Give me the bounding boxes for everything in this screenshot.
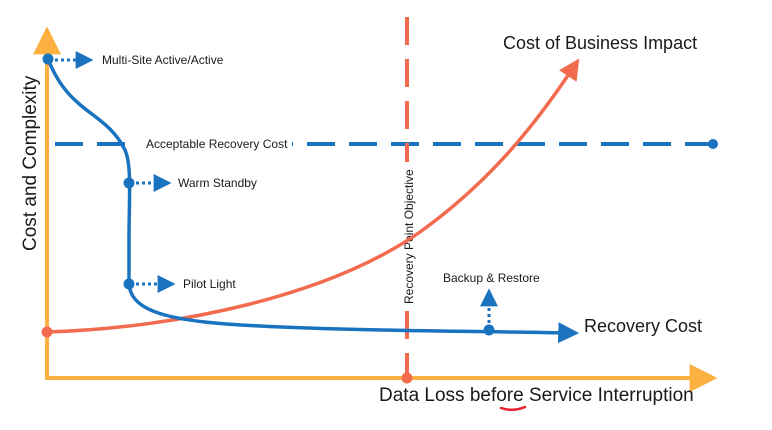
pilot-light-dot — [123, 278, 135, 290]
acceptable-cost-label-bg — [138, 132, 292, 154]
warm-standby-dot — [123, 177, 135, 189]
strategy-pilot-light: Pilot Light — [123, 275, 236, 293]
recovery-cost-curve — [46, 58, 580, 344]
x-axis-label: Data Loss before Service Interruption — [379, 385, 694, 406]
strategy-warm-standby: Warm Standby — [123, 174, 257, 192]
pilot-light-label: Pilot Light — [183, 277, 236, 291]
backup-restore-dot — [483, 324, 495, 336]
business-impact-start-dot — [41, 326, 53, 338]
annotation-underline — [499, 405, 527, 412]
rpo-axis-dot — [401, 372, 413, 384]
strategy-multi-site: Multi-Site Active/Active — [42, 51, 224, 69]
business-impact-label: Cost of Business Impact — [503, 33, 697, 53]
recovery-cost-label: Recovery Cost — [584, 316, 702, 336]
business-impact-curve — [46, 58, 580, 334]
rpo-label: Recovery Point Objective — [402, 169, 416, 304]
y-axis-label: Cost and Complexity — [20, 75, 41, 251]
rpo-label-bg — [398, 162, 418, 306]
warm-standby-label: Warm Standby — [178, 176, 257, 190]
acceptable-recovery-cost-endpoint — [708, 139, 718, 149]
multi-site-dot — [42, 53, 54, 65]
multi-site-label: Multi-Site Active/Active — [102, 53, 224, 67]
acceptable-recovery-cost-label: Acceptable Recovery Cost — [146, 137, 288, 151]
strategy-backup-restore: Backup & Restore — [443, 271, 540, 336]
backup-restore-label: Backup & Restore — [443, 271, 540, 285]
